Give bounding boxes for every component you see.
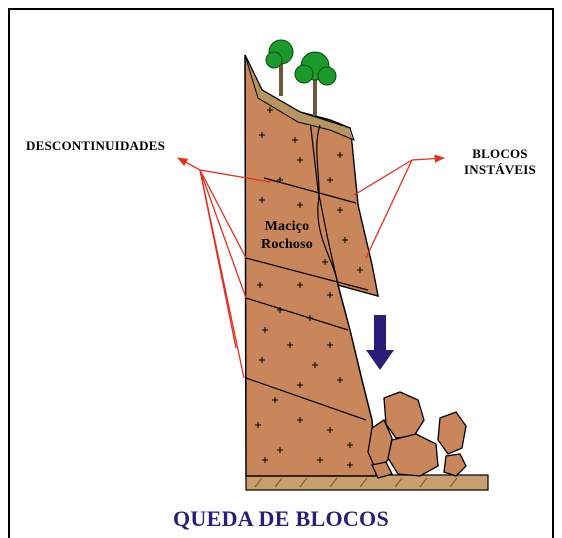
rock-texture-mark <box>297 282 303 288</box>
rock-texture-mark <box>297 202 303 208</box>
rock-texture-mark <box>337 152 343 158</box>
rock-texture-mark <box>277 447 283 453</box>
rock-texture-mark <box>327 177 333 183</box>
rock-texture-mark <box>327 292 333 298</box>
rock-texture-mark <box>337 207 343 213</box>
rock-texture-mark <box>312 362 318 368</box>
rock-texture-mark <box>262 327 268 333</box>
rock-texture-mark <box>357 267 363 273</box>
unstable-blocks-line1: BLOCOS <box>472 146 528 161</box>
diagram-frame <box>8 8 554 538</box>
rock-texture-mark <box>287 342 293 348</box>
rock-texture-mark <box>342 237 348 243</box>
diagram-title: QUEDA DE BLOCOS <box>173 506 389 531</box>
tree-icon <box>294 51 337 116</box>
tree-icon <box>265 39 294 96</box>
rock-texture-mark <box>347 462 353 468</box>
rock-texture-mark <box>267 107 273 113</box>
rock-texture-mark <box>297 417 303 423</box>
unstable-blocks-label: BLOCOS INSTÁVEIS <box>452 146 548 178</box>
rock-texture-mark <box>322 259 328 265</box>
unstable-block-pointers <box>353 154 446 259</box>
down-arrow-icon <box>366 315 394 370</box>
ground <box>245 474 489 491</box>
rock-texture-mark <box>259 132 265 138</box>
fallen-blocks <box>367 391 467 479</box>
rock-texture-mark <box>259 197 265 203</box>
rock-mass-line2: Rochoso <box>261 237 313 252</box>
rock-texture-mark <box>297 382 303 388</box>
rock-texture-mark <box>327 342 333 348</box>
rock-texture-mark <box>257 282 263 288</box>
rock-texture-mark <box>317 457 323 463</box>
rock-texture-mark <box>327 427 333 433</box>
rock-texture-mark <box>259 357 265 363</box>
unstable-blocks-line2: INSTÁVEIS <box>464 162 536 177</box>
rock-mass <box>244 54 453 477</box>
rock-mass-label: Maciço Rochoso <box>252 218 322 254</box>
rock-texture-mark <box>307 315 313 321</box>
rock-texture-mark <box>292 137 298 143</box>
discontinuities-label: DESCONTINUIDADES <box>26 138 166 153</box>
rock-texture-mark <box>277 177 283 183</box>
rock-texture-mark <box>262 457 268 463</box>
rock-mass-line1: Maciço <box>264 219 310 234</box>
discontinuity-pointers <box>177 157 271 379</box>
rock-texture-mark <box>272 397 278 403</box>
rock-texture-mark <box>337 377 343 383</box>
rock-texture-mark <box>255 422 261 428</box>
rock-texture-mark <box>297 157 303 163</box>
rock-texture-mark <box>347 442 353 448</box>
rock-texture-mark <box>277 307 283 313</box>
